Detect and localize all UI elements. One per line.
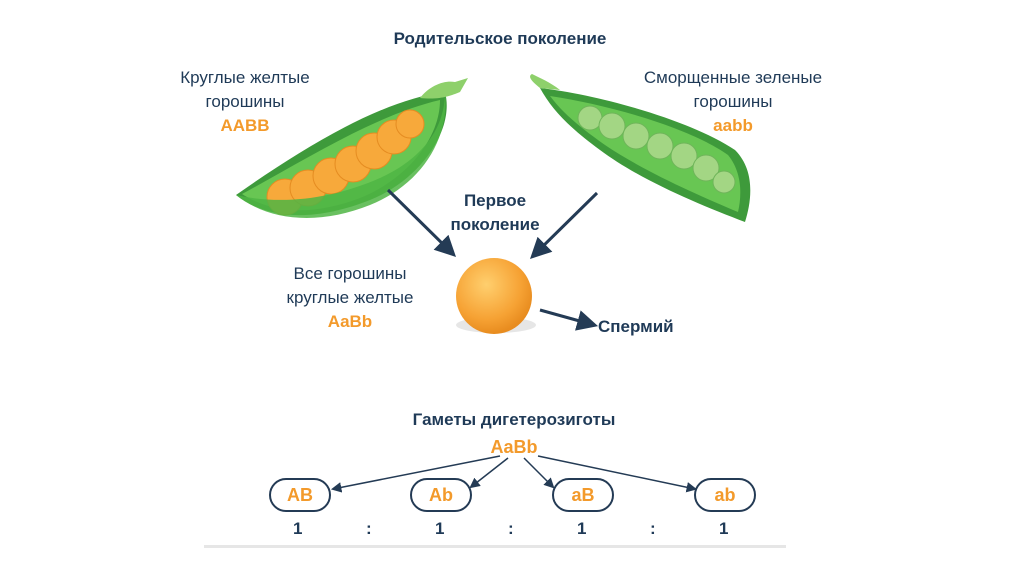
ratio-separator-2: : (508, 519, 514, 539)
right-parent-line1: Сморщенные зеленые (608, 66, 858, 90)
ratio-value-1: 1 (293, 519, 302, 539)
left-parent-line1: Круглые желтые (140, 66, 350, 90)
first-generation-label: Первое поколение (420, 189, 570, 237)
offspring-pea-illustration (456, 258, 536, 334)
ratio-separator-1: : (366, 519, 372, 539)
sperm-label: Спермий (598, 315, 698, 339)
gamete-box-3: aB (552, 478, 614, 512)
gamete-arrow-ab-mixed (471, 458, 508, 487)
ratio-value-4: 1 (719, 519, 728, 539)
offspring-line2: круглые желтые (250, 286, 450, 310)
first-generation-line1: Первое (420, 189, 570, 213)
right-parent-label: Сморщенные зеленые горошины aabb (608, 66, 858, 138)
page-title: Родительское поколение (350, 27, 650, 51)
gamete-box-4: ab (694, 478, 756, 512)
left-parent-line2: горошины (140, 90, 350, 114)
first-generation-line2: поколение (420, 213, 570, 237)
right-parent-line2: горошины (608, 90, 858, 114)
gamete-box-1: AB (269, 478, 331, 512)
gametes-parent-genotype: AaBb (474, 437, 554, 458)
offspring-genotype: AaBb (250, 310, 450, 334)
left-parent-genotype: AABB (140, 114, 350, 138)
left-parent-label: Круглые желтые горошины AABB (140, 66, 350, 138)
gamete-box-2: Ab (410, 478, 472, 512)
bottom-divider (204, 545, 786, 548)
offspring-line1: Все горошины (250, 262, 450, 286)
right-parent-genotype: aabb (608, 114, 858, 138)
ratio-separator-3: : (650, 519, 656, 539)
ratio-value-2: 1 (435, 519, 444, 539)
sperm-arrow (540, 310, 594, 325)
offspring-label: Все горошины круглые желтые AaBb (250, 262, 450, 334)
gametes-title: Гаметы дигетерозиготы (364, 408, 664, 432)
gamete-arrow-ab-lower-upper (524, 458, 553, 487)
ratio-value-3: 1 (577, 519, 586, 539)
